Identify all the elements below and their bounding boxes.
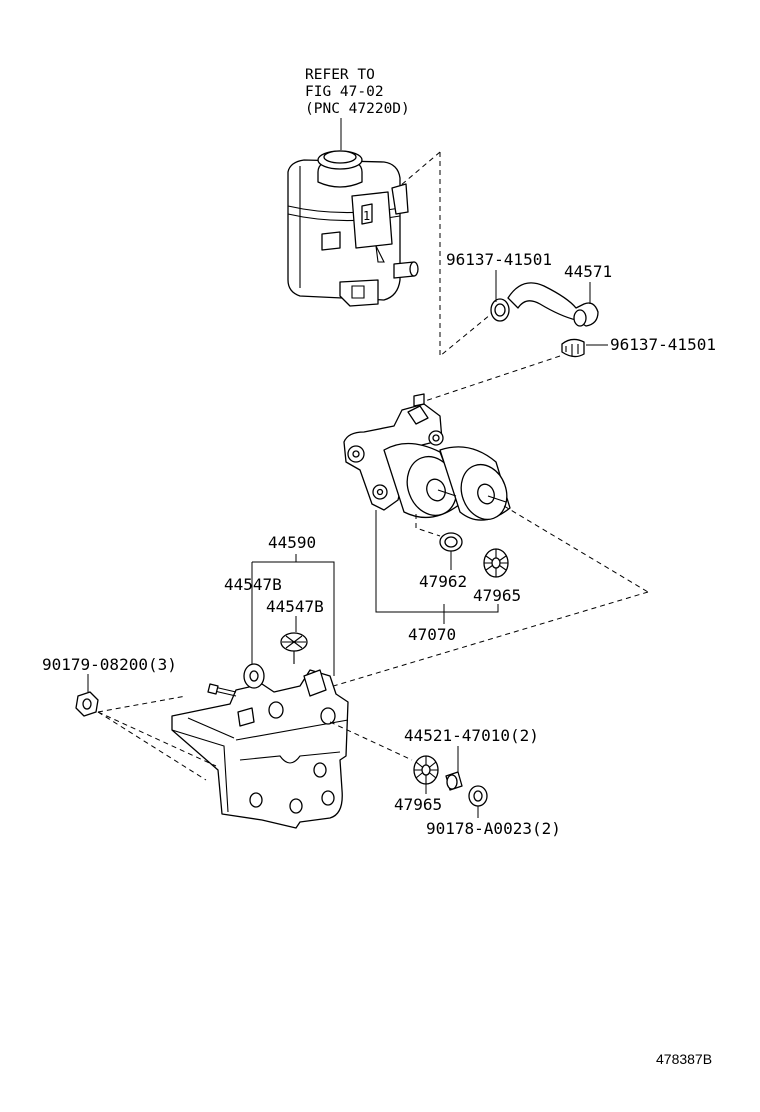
link-clamp-pump [421, 355, 561, 403]
reservoir-badge: 1 [363, 209, 370, 223]
pump-motor-assembly [343, 393, 511, 521]
cushion-lower-part [413, 755, 439, 785]
return-hose [507, 282, 599, 327]
reference-line-2: FIG 47-02 [305, 84, 384, 100]
label-sub-b: 44547B [266, 597, 324, 616]
cushion-upper-part [483, 548, 509, 578]
label-clamp-upper: 96137-41501 [446, 250, 552, 269]
reference-line-1: REFER TO [305, 67, 375, 83]
link-oring [415, 514, 441, 537]
assembly-bracket-line [252, 561, 335, 676]
link-reservoir-top [399, 151, 441, 187]
reference-line-3: (PNC 47220D) [305, 101, 410, 117]
pump-bracket-line [375, 510, 499, 613]
link-nut-a [97, 695, 187, 713]
figure-code: 478387B [656, 1051, 712, 1067]
o-ring-part [439, 532, 463, 552]
label-cushion-upper: 47965 [473, 586, 521, 605]
nut-left-part [75, 691, 99, 717]
clamp-lower-part [561, 338, 585, 358]
label-sub-a: 44547B [224, 575, 282, 594]
label-bolt-set: 44521-47010(2) [404, 726, 539, 745]
bolt-part [445, 771, 463, 791]
mounting-bracket [171, 663, 349, 829]
clamp-upper-part [490, 298, 510, 322]
link-to-bracket [299, 591, 649, 697]
bracket-cushion-part [280, 632, 308, 664]
label-bushing: 90178-A0023(2) [426, 819, 561, 838]
label-pump: 47070 [408, 625, 456, 644]
link-nut-b [97, 711, 217, 767]
bushing-part [468, 785, 488, 807]
label-hose: 44571 [564, 262, 612, 281]
label-nut-left: 90179-08200(3) [42, 655, 177, 674]
label-clamp-lower: 96137-41501 [610, 335, 716, 354]
label-assembly: 44590 [268, 533, 316, 552]
link-nut-c [97, 711, 207, 781]
link-reservoir-hose [439, 152, 497, 358]
reservoir-tank: 1 [287, 150, 419, 307]
link-shaft-right [503, 505, 649, 593]
reference-note: REFER TO FIG 47-02 (PNC 47220D) [305, 67, 410, 150]
label-cushion-lower: 47965 [394, 795, 442, 814]
link-bracket-cushion [329, 721, 413, 761]
label-oring: 47962 [419, 572, 467, 591]
